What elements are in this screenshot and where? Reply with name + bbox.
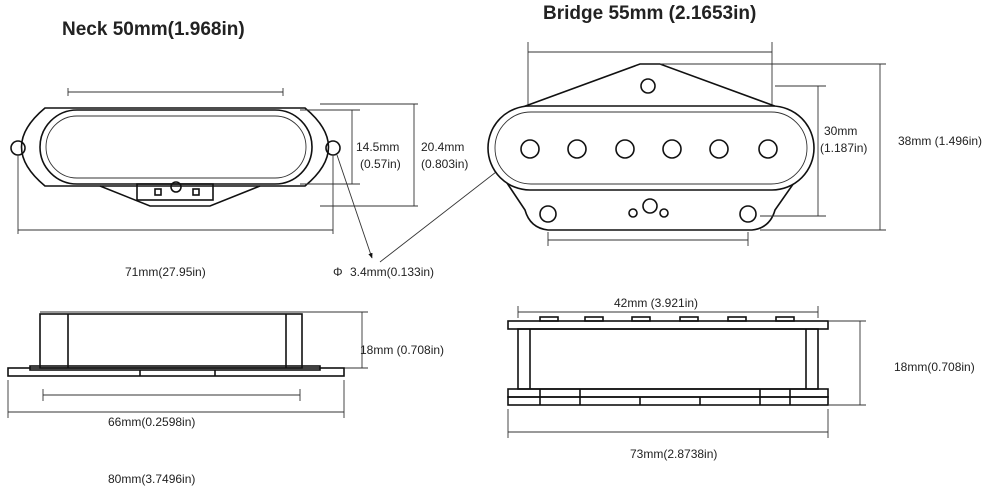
bridge-pickup-side-view	[507, 306, 866, 438]
bridge-side-height-label: 18mm(0.708in)	[894, 360, 975, 374]
neck-pickup-side-view	[7, 311, 368, 418]
neck-height-a-in-label: (0.57in)	[360, 157, 401, 171]
neck-pickup-top-view	[10, 88, 418, 234]
bridge-side-73-label: 73mm(2.8738in)	[630, 447, 717, 461]
hole-diameter-label: 3.4mm(0.133in)	[350, 265, 434, 279]
neck-title: Neck 50mm(1.968in)	[62, 19, 245, 40]
bridge-30-label: 30mm	[824, 124, 857, 138]
neck-side-66-label: 66mm(0.2598in)	[108, 415, 195, 429]
neck-height-b-label: 20.4mm	[421, 140, 464, 154]
bridge-38-label: 38mm (1.496in)	[898, 134, 982, 148]
bridge-title: Bridge 55mm (2.1653in)	[543, 3, 756, 24]
hole-leader-lines	[336, 154, 519, 263]
neck-side-80-label: 80mm(3.7496in)	[108, 472, 195, 486]
neck-side-height-label: 18mm (0.708in)	[360, 343, 444, 357]
bridge-side-42-label: 42mm (3.921in)	[614, 296, 698, 310]
bridge-30-in-label: (1.187in)	[820, 141, 867, 155]
hole-symbol: Φ	[333, 265, 343, 279]
neck-height-b-in-label: (0.803in)	[421, 157, 468, 171]
neck-height-a-label: 14.5mm	[356, 140, 399, 154]
neck-length-label: 71mm(27.95in)	[125, 265, 206, 279]
bridge-pickup-top-view	[487, 42, 886, 246]
